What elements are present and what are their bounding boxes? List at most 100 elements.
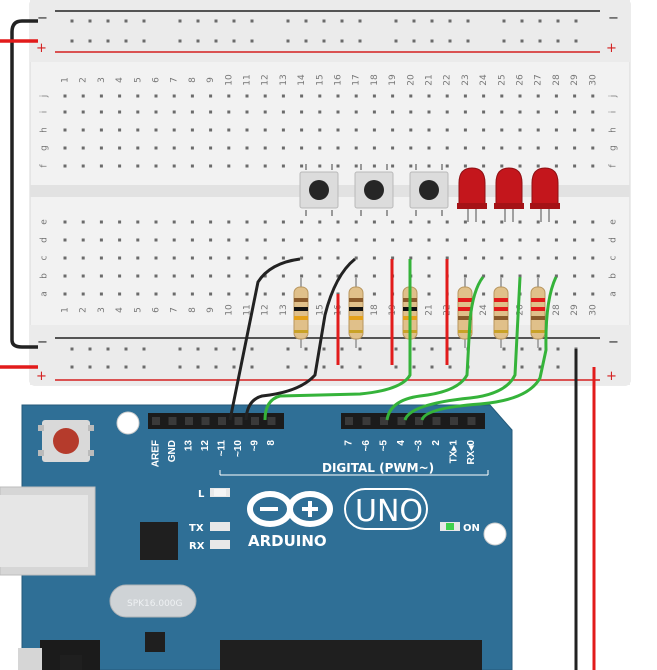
breadboard-hole[interactable] — [391, 94, 395, 98]
rail-hole[interactable] — [394, 365, 398, 369]
breadboard-hole[interactable] — [536, 256, 540, 260]
rail-hole[interactable] — [394, 39, 398, 43]
breadboard-hole[interactable] — [591, 274, 595, 278]
breadboard-hole[interactable] — [445, 128, 449, 132]
breadboard-hole[interactable] — [227, 256, 231, 260]
breadboard-hole[interactable] — [354, 128, 358, 132]
rail-hole[interactable] — [142, 19, 146, 23]
breadboard-hole[interactable] — [118, 128, 122, 132]
header-pin[interactable] — [380, 417, 388, 425]
rail-hole[interactable] — [448, 365, 452, 369]
breadboard-hole[interactable] — [172, 110, 176, 114]
header-pin[interactable] — [397, 417, 406, 425]
breadboard-hole[interactable] — [172, 220, 176, 224]
breadboard-hole[interactable] — [136, 146, 140, 150]
rail-hole[interactable] — [106, 19, 110, 23]
breadboard-hole[interactable] — [591, 164, 595, 168]
led[interactable] — [494, 167, 524, 222]
rail-hole[interactable] — [250, 19, 254, 23]
rail-hole[interactable] — [430, 347, 434, 351]
breadboard-hole[interactable] — [118, 220, 122, 224]
breadboard-hole[interactable] — [99, 292, 103, 296]
breadboard-hole[interactable] — [591, 238, 595, 242]
breadboard-hole[interactable] — [427, 292, 431, 296]
resistors[interactable] — [293, 277, 546, 348]
breadboard-hole[interactable] — [554, 256, 558, 260]
breadboard-hole[interactable] — [190, 128, 194, 132]
breadboard-hole[interactable] — [336, 256, 340, 260]
breadboard-hole[interactable] — [245, 164, 249, 168]
breadboard-hole[interactable] — [281, 94, 285, 98]
rail-hole[interactable] — [88, 39, 92, 43]
breadboard-hole[interactable] — [281, 220, 285, 224]
breadboard-hole[interactable] — [482, 256, 486, 260]
breadboard-hole[interactable] — [573, 94, 577, 98]
rail-hole[interactable] — [502, 365, 506, 369]
rail-hole[interactable] — [286, 19, 290, 23]
breadboard-hole[interactable] — [318, 94, 322, 98]
breadboard-hole[interactable] — [372, 146, 376, 150]
breadboard-hole[interactable] — [172, 164, 176, 168]
breadboard-hole[interactable] — [336, 238, 340, 242]
breadboard-hole[interactable] — [573, 256, 577, 260]
breadboard-hole[interactable] — [336, 164, 340, 168]
breadboard-hole[interactable] — [427, 256, 431, 260]
rail-hole[interactable] — [304, 365, 308, 369]
breadboard-hole[interactable] — [190, 94, 194, 98]
breadboard-hole[interactable] — [573, 238, 577, 242]
breadboard-hole[interactable] — [263, 94, 267, 98]
breadboard-hole[interactable] — [391, 238, 395, 242]
breadboard-hole[interactable] — [118, 256, 122, 260]
breadboard-hole[interactable] — [536, 128, 540, 132]
breadboard-hole[interactable] — [482, 110, 486, 114]
breadboard-hole[interactable] — [81, 164, 85, 168]
breadboard-hole[interactable] — [118, 110, 122, 114]
breadboard-hole[interactable] — [63, 146, 67, 150]
rail-hole[interactable] — [322, 19, 326, 23]
wire-green-pin4[interactable] — [403, 276, 522, 421]
breadboard-hole[interactable] — [427, 128, 431, 132]
rail-hole[interactable] — [358, 347, 362, 351]
rail-hole[interactable] — [142, 39, 146, 43]
breadboard-hole[interactable] — [463, 238, 467, 242]
rail-hole[interactable] — [250, 347, 254, 351]
rail-hole[interactable] — [142, 365, 146, 369]
header-pin[interactable] — [234, 417, 243, 425]
breadboard-hole[interactable] — [227, 164, 231, 168]
breadboard-hole[interactable] — [281, 128, 285, 132]
breadboard-hole[interactable] — [154, 292, 158, 296]
breadboard-hole[interactable] — [190, 146, 194, 150]
breadboard-hole[interactable] — [318, 256, 322, 260]
breadboard-hole[interactable] — [463, 146, 467, 150]
breadboard-hole[interactable] — [518, 220, 522, 224]
rail-hole[interactable] — [70, 347, 74, 351]
breadboard-hole[interactable] — [227, 274, 231, 278]
breadboard-hole[interactable] — [372, 94, 376, 98]
breadboard-hole[interactable] — [554, 110, 558, 114]
breadboard-hole[interactable] — [354, 256, 358, 260]
breadboard-hole[interactable] — [63, 164, 67, 168]
breadboard-hole[interactable] — [536, 146, 540, 150]
breadboard-hole[interactable] — [573, 274, 577, 278]
rail-hole[interactable] — [358, 365, 362, 369]
breadboard-hole[interactable] — [281, 274, 285, 278]
breadboard-hole[interactable] — [518, 256, 522, 260]
breadboard-hole[interactable] — [536, 220, 540, 224]
breadboard-hole[interactable] — [554, 220, 558, 224]
breadboard-hole[interactable] — [154, 110, 158, 114]
rail-hole[interactable] — [520, 19, 524, 23]
breadboard-hole[interactable] — [300, 164, 304, 168]
breadboard-hole[interactable] — [63, 94, 67, 98]
breadboard-hole[interactable] — [372, 220, 376, 224]
breadboard-hole[interactable] — [245, 292, 249, 296]
header-pin[interactable] — [185, 417, 193, 425]
breadboard-hole[interactable] — [482, 292, 486, 296]
breadboard-hole[interactable] — [99, 238, 103, 242]
breadboard-hole[interactable] — [409, 146, 413, 150]
rail-hole[interactable] — [520, 347, 524, 351]
breadboard-hole[interactable] — [463, 256, 467, 260]
breadboard-hole[interactable] — [500, 238, 504, 242]
breadboard-hole[interactable] — [209, 146, 213, 150]
rail-hole[interactable] — [448, 39, 452, 43]
rail-hole[interactable] — [358, 19, 362, 23]
